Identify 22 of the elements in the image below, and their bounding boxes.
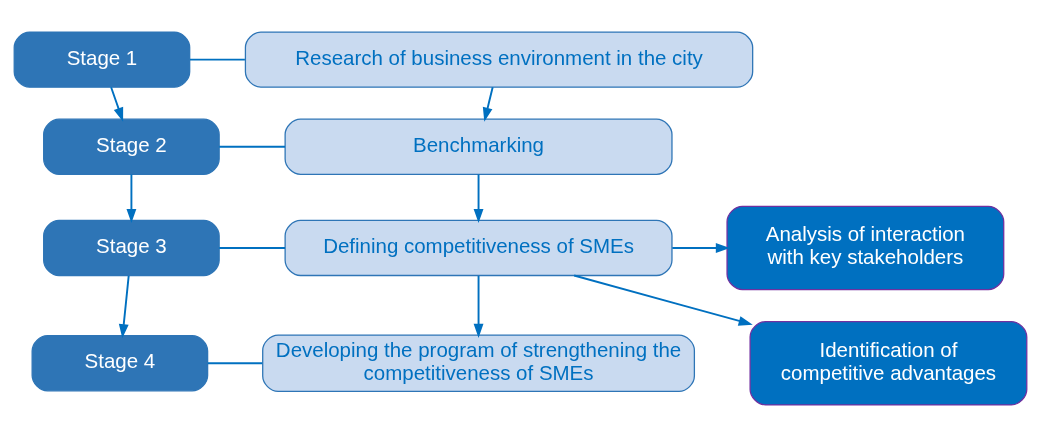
node-box: Stage 3 bbox=[43, 219, 220, 277]
arrow bbox=[473, 173, 484, 224]
node-box: Identification of competitive advantages bbox=[749, 321, 1028, 406]
arrow bbox=[482, 86, 494, 122]
arrow bbox=[671, 243, 730, 253]
connector bbox=[206, 362, 264, 365]
arrow bbox=[473, 275, 484, 338]
node-box: Defining competitiveness of SMEs bbox=[284, 219, 673, 277]
node-box: Benchmarking bbox=[284, 118, 673, 175]
arrow bbox=[126, 173, 137, 224]
node-box: Stage 2 bbox=[43, 118, 220, 175]
node-box: Analysis of interaction with key stakeholders bbox=[726, 205, 1005, 291]
arrow bbox=[110, 86, 124, 122]
node-box: Research of business environment in the city bbox=[244, 31, 754, 88]
connector bbox=[189, 58, 246, 61]
node-box: Stage 4 bbox=[31, 335, 209, 392]
connector bbox=[218, 145, 286, 148]
node-box: Stage 1 bbox=[13, 31, 191, 88]
arrow bbox=[118, 275, 130, 339]
arrow bbox=[573, 274, 753, 326]
node-box: Developing the program of strengthening the competitiveness of SMEs bbox=[262, 334, 696, 393]
connector bbox=[218, 247, 286, 249]
